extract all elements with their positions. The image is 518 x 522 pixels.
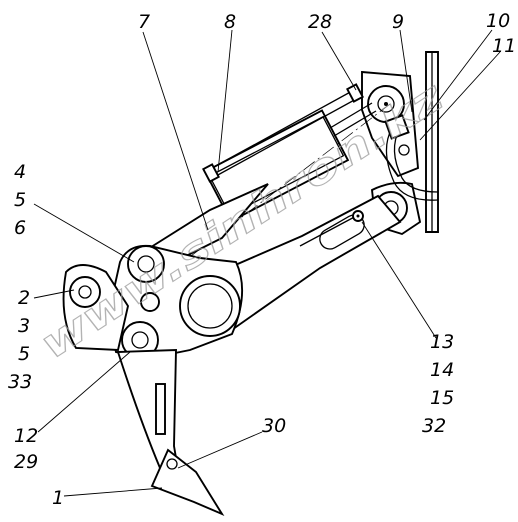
leader-lines [33, 29, 501, 497]
callout-1: 1 [52, 487, 64, 509]
hose-fitting [384, 114, 410, 156]
carrier-large-eye [179, 275, 241, 337]
callout-12: 12 [14, 425, 38, 447]
callout-13: 13 [430, 331, 454, 353]
upper-pivot [367, 85, 405, 123]
stabilizer-link [62, 264, 130, 351]
callout-29: 29 [14, 451, 38, 473]
callout-6: 6 [14, 217, 26, 239]
callout-30: 30 [262, 415, 286, 437]
callout-7: 7 [138, 11, 150, 33]
arm-pin [352, 210, 364, 222]
callout-15: 15 [430, 387, 454, 409]
callout-3: 3 [18, 315, 30, 337]
callout-4: 4 [14, 161, 26, 183]
callout-14: 14 [430, 359, 454, 381]
callout-5-upper: 5 [14, 189, 26, 211]
cylinder-protective-tube [202, 83, 364, 183]
callout-32: 32 [422, 415, 446, 437]
callout-8: 8 [224, 11, 236, 33]
cylinder-rod [169, 102, 391, 273]
ripper-tip [150, 448, 225, 517]
carrier-small-pin [140, 292, 160, 312]
callout-5-lower: 5 [18, 343, 30, 365]
callout-9: 9 [392, 11, 404, 33]
callout-28: 28 [308, 11, 332, 33]
callout-33: 33 [8, 371, 32, 393]
callout-labels: 7 8 28 9 10 11 4 5 6 2 3 5 33 12 29 30 1… [8, 10, 516, 509]
callout-10: 10 [486, 10, 510, 32]
main-pivot-upper [127, 245, 165, 283]
hydraulic-hose [385, 127, 439, 201]
callout-11: 11 [492, 35, 516, 57]
callout-2: 2 [18, 287, 30, 309]
